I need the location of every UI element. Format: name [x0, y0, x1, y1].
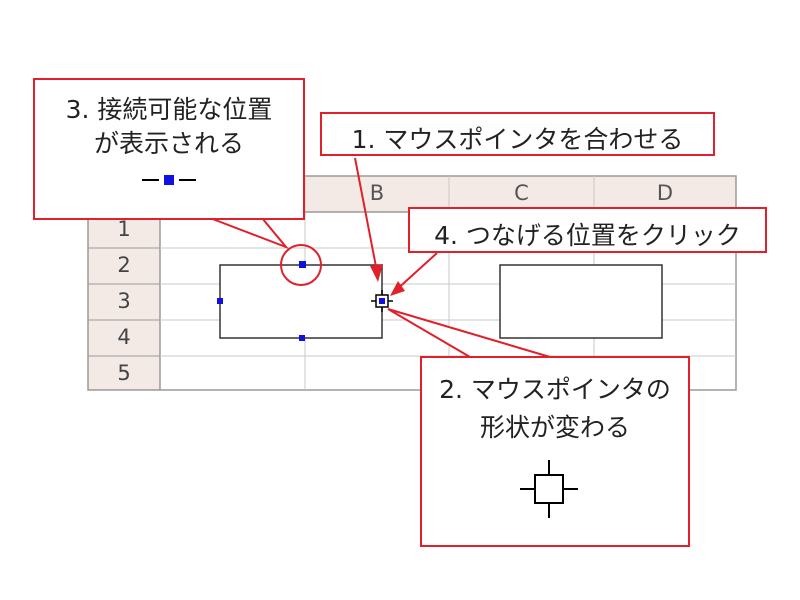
row-header-4[interactable]: 4 — [117, 325, 131, 349]
highlight-circle — [280, 244, 322, 286]
arrow-step4 — [393, 252, 438, 293]
callout-step1: 1. マウスポインタを合わせる — [320, 112, 715, 156]
callout-step3: 3. 接続可能な位置 が表示される — [33, 78, 305, 220]
connector-cursor-small-icon — [371, 290, 393, 312]
callout-step2-line2: 形状が変わる — [479, 413, 630, 442]
connection-handle-top[interactable] — [299, 261, 306, 268]
connection-handle-bottom[interactable] — [299, 335, 305, 341]
row-header-1[interactable]: 1 — [117, 217, 131, 241]
rectangle-shape-right[interactable] — [499, 264, 663, 339]
callout-step4: 4. つなげる位置をクリック — [408, 207, 767, 253]
column-header-c[interactable]: C — [514, 181, 529, 205]
row-header-3[interactable]: 3 — [117, 289, 131, 313]
connection-point-icon — [142, 175, 196, 185]
arrow-step1 — [354, 157, 379, 278]
callout-step1-text: 1. マウスポインタを合わせる — [351, 125, 684, 154]
row-header-bar — [88, 212, 160, 390]
connector-cursor-icon — [520, 460, 578, 518]
callout3-pointer — [209, 217, 290, 250]
column-header-b[interactable]: B — [369, 181, 385, 205]
connection-handle-left[interactable] — [217, 298, 223, 304]
callout-step4-text: 4. つなげる位置をクリック — [434, 221, 741, 250]
row-header-5[interactable]: 5 — [117, 361, 131, 385]
row-header-2[interactable]: 2 — [117, 253, 131, 277]
column-header-d[interactable]: D — [656, 181, 674, 205]
rectangle-shape-left[interactable] — [219, 264, 383, 339]
callout-step2: 2. マウスポインタの 形状が変わる — [420, 356, 690, 547]
sheet-border — [87, 175, 737, 391]
callout-step3-line2: が表示される — [93, 129, 244, 158]
callout-step3-line1: 3. 接続可能な位置 — [65, 95, 273, 124]
callout-step2-line1: 2. マウスポインタの — [439, 375, 671, 404]
